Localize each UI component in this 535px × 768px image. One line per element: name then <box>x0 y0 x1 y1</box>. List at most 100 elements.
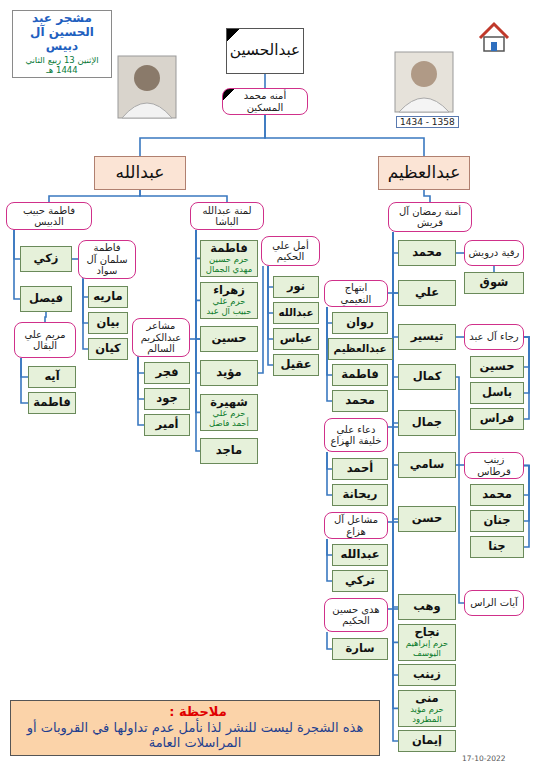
spouse-box: مشاعر عبدالكريم السالم <box>132 318 190 357</box>
person-name: عقيل <box>280 358 311 371</box>
spouse-box: أمنه محمد المسكين <box>222 88 308 115</box>
person-name: عبدالعظيم <box>334 343 387 355</box>
spouse-box: رجاء آل عبد <box>464 324 524 350</box>
person-name: كمال <box>413 370 442 383</box>
person-name: شوق <box>480 276 509 289</box>
person-box: عبدالعظيم <box>328 338 393 360</box>
file-date: 17-10-2022 <box>462 754 506 763</box>
family-link <box>388 608 398 610</box>
person-name: هدى حسين الحكيم <box>328 604 384 627</box>
person-name: عبدالله <box>116 163 165 183</box>
person-box: زكي <box>20 246 72 272</box>
family-link <box>49 190 140 202</box>
person-box: بيان <box>88 312 128 334</box>
person-box: حسين <box>200 326 258 352</box>
person-box: ماريه <box>88 286 128 308</box>
person-name: فاطمة <box>33 396 70 409</box>
parent-box: عبدالعظيم <box>378 156 470 190</box>
person-box: فاطمةحرم حسين مهدي الجمال <box>200 240 258 277</box>
spouse-note: الإثنين 13 ربيع الثاني 1444 هـ <box>16 56 108 76</box>
spouse-box: مشاعل آل هزاع <box>324 512 388 539</box>
spouse-box: لمنة عبدالله الباشا <box>190 202 264 230</box>
person-name: زهراء <box>213 284 245 297</box>
spouse-note: حرم مؤيد المطرود <box>402 705 452 725</box>
person-name: لمنة عبدالله الباشا <box>194 205 260 228</box>
person-name: نجاح <box>414 626 439 639</box>
person-name: أمنة رمضان آل قريش <box>392 206 468 229</box>
spouse-note: حرم حسين مهدي الجمال <box>204 255 254 275</box>
person-box: عقيل <box>273 354 319 376</box>
family-link <box>190 338 200 340</box>
person-box: روان <box>332 312 388 334</box>
person-name: أمنه محمد المسكين <box>226 90 304 113</box>
spouse-box: دعاء علي خليفة الهزاع <box>324 418 388 452</box>
person-name: ماجد <box>216 444 242 457</box>
person-name: فجر <box>156 366 179 379</box>
person-name: إيمان <box>412 734 442 747</box>
person-box: سامي <box>398 452 456 478</box>
person-name: فراس <box>480 412 515 425</box>
person-name: ابتهاج النعيمي <box>328 282 384 305</box>
person-name: أمير <box>156 418 179 431</box>
person-box: منىحرم مؤيد المطرود <box>398 690 456 727</box>
family-link <box>456 252 464 254</box>
person-name: فاطمة حبيب الدبيس <box>10 205 88 228</box>
family-link <box>456 464 464 466</box>
spouse-box: أمل علي الحكيم <box>261 236 320 266</box>
person-box: فراس <box>470 408 524 430</box>
portrait-photo <box>395 52 453 112</box>
person-name: تركي <box>345 574 375 587</box>
person-box: كيان <box>88 338 128 360</box>
person-box: أحمد <box>332 458 388 480</box>
person-box: فيصل <box>20 286 72 312</box>
family-link <box>424 190 430 202</box>
spouse-box: رقية درويش <box>464 240 524 266</box>
person-name: رجاء آل عبد <box>469 331 518 343</box>
person-name: مشجر عبد الحسين آل دبيس <box>16 12 108 53</box>
family-link <box>456 377 464 603</box>
family-link <box>524 337 529 419</box>
person-box: محمد <box>332 390 388 412</box>
person-name: عبدالعظيم <box>388 163 461 183</box>
spouse-box: آيات الراس <box>464 590 524 616</box>
person-name: علي <box>415 286 439 299</box>
person-box: عباس <box>273 328 319 350</box>
family-link <box>140 190 227 202</box>
family-link <box>388 521 398 523</box>
person-box: سارة <box>332 638 388 660</box>
person-box: زهراءحرم علي حبيب آل عبد <box>200 282 258 319</box>
portrait-photo <box>118 56 176 118</box>
person-name: عبدالله <box>340 548 379 561</box>
spouse-box: فاطمة سلمان آل سواد <box>78 240 136 279</box>
person-name: زينب قرطاس <box>468 454 520 477</box>
person-name: مؤيد <box>216 366 241 379</box>
person-name: أحمد <box>347 462 374 475</box>
person-name: حسن <box>412 512 442 525</box>
person-box: كمال <box>398 364 456 390</box>
family-link <box>388 426 398 428</box>
spouse-note: حرم علي أحمد فاضل <box>204 409 254 429</box>
person-box: تيسير <box>398 324 456 350</box>
spouse-note: حرم إبراهيم اليوسف <box>402 639 452 659</box>
person-name: زينب <box>413 668 441 681</box>
spouse-note: هذه الشجرة ليست للنشر لذا نأمل عدم تداول… <box>19 721 371 751</box>
person-name: تيسير <box>411 330 444 343</box>
person-name: جمال <box>412 416 442 429</box>
person-box: جود <box>144 388 190 410</box>
person-name: منى <box>415 692 438 705</box>
family-link <box>21 358 28 377</box>
person-name: ريحانة <box>343 488 378 501</box>
person-box: فاطمة <box>28 392 76 414</box>
person-name: روان <box>346 316 374 329</box>
person-box: جنان <box>470 510 524 532</box>
family-link <box>45 312 46 322</box>
person-name: ماريه <box>93 290 122 303</box>
person-name: وهب <box>413 600 440 613</box>
date-label: 1434 - 1358 <box>396 116 459 128</box>
person-name: محمد <box>345 394 375 407</box>
person-name: مشاعر عبدالكريم السالم <box>136 320 186 355</box>
person-name: زكي <box>34 252 59 265</box>
person-name: نور <box>287 280 305 293</box>
person-name: عباس <box>280 332 313 345</box>
